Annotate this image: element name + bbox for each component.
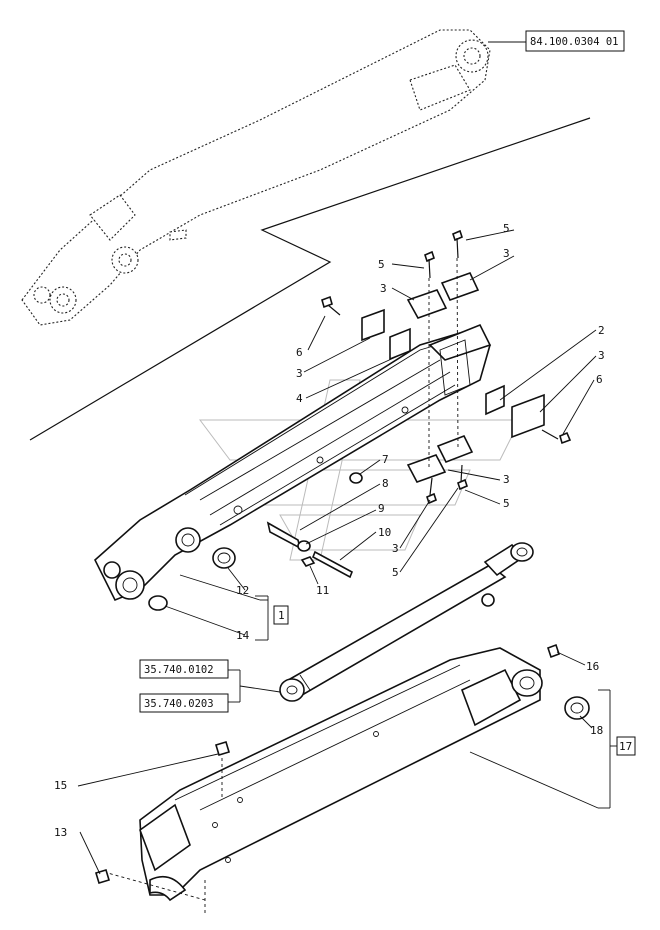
callout-leaders <box>77 229 617 875</box>
callout-6a: 6 <box>296 346 303 359</box>
callout-box-17 <box>616 736 636 756</box>
callout-7: 7 <box>382 453 389 466</box>
callout-3e: 3 <box>503 473 510 486</box>
callout-11: 11 <box>316 584 329 597</box>
callout-8: 8 <box>382 477 389 490</box>
callout-9: 9 <box>378 502 385 515</box>
reference-arm-top <box>21 29 491 326</box>
callout-3b: 3 <box>380 282 387 295</box>
ref-box-cyl-1 <box>139 659 229 679</box>
callout-16: 16 <box>586 660 599 673</box>
callout-12: 12 <box>236 584 249 597</box>
callout-18: 18 <box>590 724 603 737</box>
telescopic-arm-middle <box>94 323 492 602</box>
callout-6b: 6 <box>596 373 603 386</box>
section-divider <box>29 117 591 441</box>
callout-2: 2 <box>598 324 605 337</box>
callout-10: 10 <box>378 526 391 539</box>
wear-pads <box>361 272 545 483</box>
callout-5c: 5 <box>503 497 510 510</box>
axis-line-2 <box>456 257 459 451</box>
leader-cyl-d <box>239 685 281 693</box>
ref-text-top: 84.100.0304 01 <box>530 36 619 48</box>
callout-1: 1 <box>278 609 285 622</box>
ref-box-cyl-2 <box>139 693 229 713</box>
callout-17: 17 <box>619 740 632 753</box>
ref-text-cyl-1: 35.740.0102 <box>144 664 214 676</box>
callout-3f: 3 <box>392 542 399 555</box>
callout-15: 15 <box>54 779 67 792</box>
callout-4: 4 <box>296 392 303 405</box>
callout-13: 13 <box>54 826 67 839</box>
hydraulic-cylinder <box>279 542 534 702</box>
ref-box-top <box>525 30 625 52</box>
callout-3c: 3 <box>296 367 303 380</box>
callout-3a: 3 <box>503 247 510 260</box>
screws <box>321 229 572 505</box>
ref-text-cyl-2: 35.740.0203 <box>144 698 214 710</box>
callout-5d: 5 <box>392 566 399 579</box>
callout-5a: 5 <box>503 222 510 235</box>
small-parts-bottom <box>95 643 590 884</box>
outer-arm-bottom <box>139 647 543 902</box>
callout-14: 14 <box>236 629 250 642</box>
callout-5b: 5 <box>378 258 385 271</box>
callout-3d: 3 <box>598 349 605 362</box>
callout-box-1 <box>273 605 289 625</box>
pins-bushings <box>148 472 363 611</box>
